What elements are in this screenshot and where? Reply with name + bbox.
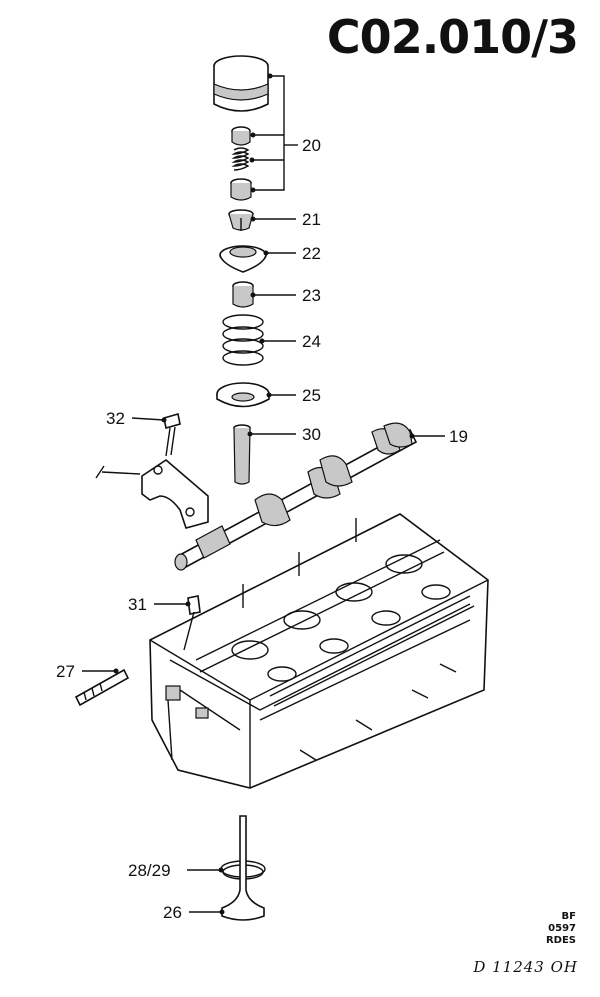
handwritten-note: D 11243 OH [473, 958, 578, 976]
valve-spring-part-24 [222, 314, 296, 366]
callout-31: 31 [128, 595, 147, 614]
callout-32: 32 [106, 409, 125, 428]
camshaft-part-19 [174, 422, 445, 571]
callout-21: 21 [302, 210, 321, 229]
callout-28-29: 28/29 [128, 861, 171, 880]
camshaft-bearing-cap [95, 458, 209, 529]
callout-20: 20 [302, 136, 321, 155]
stamp-line-1: BF [561, 911, 576, 922]
page-code-title: C02.010/3 [326, 10, 579, 64]
plunger-part-20 [230, 178, 252, 201]
callout-bracket-20 [249, 73, 298, 193]
spring-retainer-part-22 [219, 245, 296, 273]
stamp-line-3: RDES [545, 935, 576, 946]
callout-26: 26 [163, 903, 182, 922]
callout-22: 22 [302, 244, 321, 263]
stud-part-27 [74, 668, 130, 707]
spring-seat-part-25 [216, 382, 296, 408]
valve-guide-part-30 [233, 424, 296, 485]
valve-collets-part-21 [228, 209, 296, 231]
valve-part-26 [189, 815, 265, 921]
callout-27: 27 [56, 662, 75, 681]
callout-23: 23 [302, 286, 321, 305]
stamp-line-2: 0597 [548, 923, 576, 934]
callout-30: 30 [302, 425, 321, 444]
plunger-cup-part-20 [231, 126, 251, 146]
callout-19: 19 [449, 427, 468, 446]
spring-part-20 [231, 147, 250, 171]
bearing-cap-bolt-part-32 [131, 412, 181, 457]
hydraulic-tappet-part-20 [213, 55, 269, 112]
callout-25: 25 [302, 386, 321, 405]
clip-part-31 [154, 595, 201, 651]
valve-stem-seal-part-23 [232, 281, 296, 308]
valve-seal-ring-part-28-29 [187, 860, 266, 880]
callout-24: 24 [302, 332, 321, 351]
cylinder-head [149, 513, 489, 789]
